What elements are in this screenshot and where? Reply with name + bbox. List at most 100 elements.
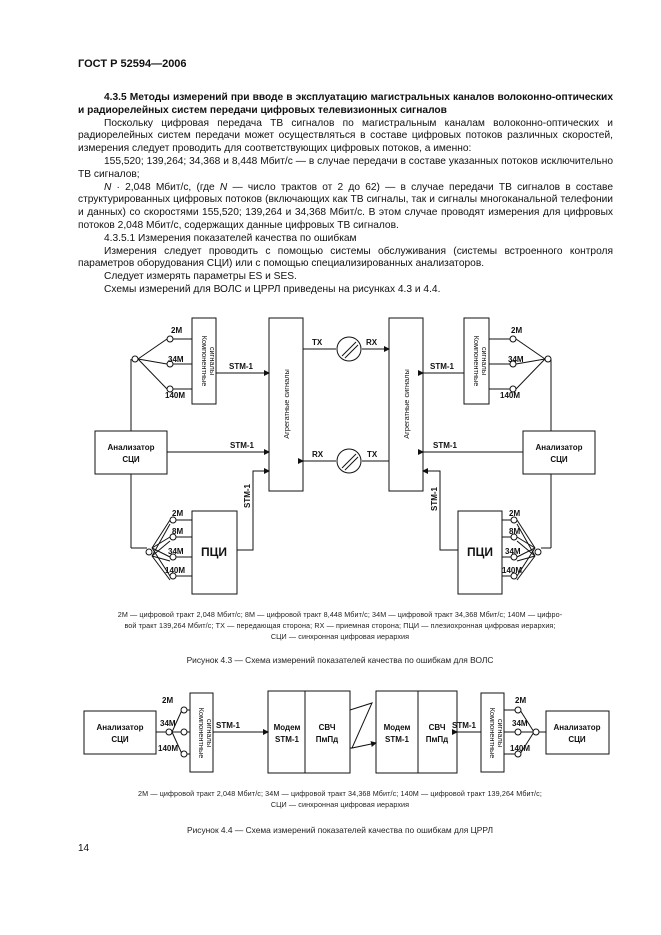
fig43-label-140m-pdh-left: 140M [165, 566, 185, 575]
figure-4-4-caption: Рисунок 4.4 — Схема измерений показателе… [187, 825, 493, 835]
fig43-label-34m-right: 34M [508, 355, 524, 364]
section-body: 4.3.5 Методы измерений при вводе в экспл… [78, 92, 613, 297]
fig43-label-stm1-top-right: STM-1 [430, 362, 455, 371]
legend-line: СЦИ — синхронная цифровая иерархия [270, 632, 410, 641]
fig43-component-right-1: Компонентные [472, 336, 481, 387]
fig44-label-2m-left: 2M [162, 696, 173, 705]
page-number: 14 [78, 843, 90, 854]
fig44-modem-left-2: STM-1 [275, 735, 300, 744]
fig44-component-right-1: Компонентные [488, 708, 497, 759]
pdh-box-left [191, 510, 238, 595]
optical-link-top [336, 336, 362, 362]
fig44-label-140m-left: 140M [158, 744, 178, 753]
fig43-label-pdh-right: ПЦИ [467, 545, 493, 559]
figure-4-3-caption: Рисунок 4.3 — Схема измерений показателе… [186, 655, 494, 665]
paragraph: Измерения следует проводить с помощью си… [78, 245, 613, 270]
fig43-label-34m-pdh-left: 34M [168, 547, 184, 556]
optical-link-bottom [336, 448, 362, 474]
fig44-modem-left-1: Модем [274, 723, 301, 732]
fig44-analyzer-left [83, 710, 157, 755]
fig43-label-140m-left: 140M [165, 391, 185, 400]
component-signals-box-left [191, 317, 217, 405]
fig44-component-right-2: сигналы [496, 719, 505, 747]
fig44-shf-left-1: СВЧ [319, 723, 336, 732]
fig43-label-pdh-left: ПЦИ [201, 545, 227, 559]
fig44-label-34m-right: 34M [512, 719, 528, 728]
fig43-label-analyzer-right-1: Анализатор [536, 443, 583, 452]
fig43-label-stm1-vert-right: STM-1 [430, 486, 439, 511]
legend-line: вой тракт 139,264 Мбит/с; TX — передающа… [124, 621, 556, 630]
fig44-analyzer-right-1: Анализатор [554, 723, 601, 732]
fig43-label-2m-right: 2M [511, 326, 522, 335]
fig43-label-tx-top: TX [312, 338, 323, 347]
fig44-modem-right-1: Модем [384, 723, 411, 732]
legend-line: СЦИ — синхронная цифровая иерархия [270, 800, 410, 809]
fig43-label-analyzer-left-1: Анализатор [108, 443, 155, 452]
fig43-aggregate-left: Агрегатные сигналы [282, 369, 291, 439]
fig43-label-stm1-mid-left: STM-1 [230, 441, 255, 450]
fig43-label-rx-top: RX [366, 338, 378, 347]
paragraph-part: — число трактов от 2 до 62) — в случае п… [78, 181, 613, 231]
fig43-label-stm1-vert-left: STM-1 [243, 483, 252, 508]
sdh-analyzer-box-right [522, 430, 596, 475]
paragraph-part: · 2,048 Мбит/с, (где [111, 181, 220, 193]
subsection-heading: 4.3.5.1 Измерения показателей качества п… [104, 232, 357, 244]
section-heading: 4.3.5 Методы измерений при вводе в экспл… [78, 92, 613, 116]
fig43-label-stm1-mid-right: STM-1 [433, 441, 458, 450]
left-tributary-fan-top [130, 338, 192, 431]
fig44-label-stm1-left: STM-1 [216, 721, 241, 730]
fig44-label-2m-right: 2M [515, 696, 526, 705]
fig43-label-analyzer-right-2: СЦИ [550, 455, 568, 464]
fig43-component-left-2: сигналы [208, 347, 217, 375]
figure-4-4-legend: 2M — цифровой тракт 2,048 Мбит/с; 34M — … [60, 788, 620, 810]
component-signals-box-right [463, 317, 490, 405]
fig44-shf-right-1: СВЧ [429, 723, 446, 732]
fig43-label-analyzer-left-2: СЦИ [122, 455, 140, 464]
figure-4-3-legend: 2M — цифровой тракт 2,048 Мбит/с; 8M — ц… [60, 609, 620, 642]
fig44-modem-right-2: STM-1 [385, 735, 410, 744]
fig43-label-2m-pdh-right: 2M [509, 509, 520, 518]
fig43-label-2m-pdh-left: 2M [172, 509, 183, 518]
paragraph: N · 2,048 Мбит/с, (где N — число трактов… [78, 182, 613, 233]
right-tributary-fan-top [489, 338, 552, 431]
fig44-modem-block-right [375, 690, 458, 774]
fig44-label-34m-left: 34M [160, 719, 176, 728]
pdh-box-right [457, 510, 503, 595]
fig43-label-rx-bottom: RX [312, 450, 324, 459]
fig44-shf-left-2: ПмПд [316, 735, 339, 744]
fig43-label-tx-bottom: TX [367, 450, 378, 459]
fig44-analyzer-left-1: Анализатор [97, 723, 144, 732]
fig44-label-stm1-right: STM-1 [452, 721, 477, 730]
figure-4-4-diagram [83, 690, 610, 774]
fig43-label-140m-right: 140M [500, 391, 520, 400]
fig44-shf-right-2: ПмПд [426, 735, 449, 744]
fig44-analyzer-right-2: СЦИ [568, 735, 586, 744]
fig44-analyzer-left-2: СЦИ [111, 735, 129, 744]
fig44-component-left-1: Компонентные [197, 708, 206, 759]
document-header: ГОСТ Р 52594—2006 [78, 58, 187, 70]
paragraph: Поскольку цифровая передача ТВ сигналов … [78, 117, 613, 155]
fig44-label-140m-right: 140M [510, 744, 530, 753]
paragraph: Следует измерять параметры ES и SES. [104, 271, 297, 283]
legend-line: 2M — цифровой тракт 2,048 Мбит/с; 34M — … [138, 789, 542, 798]
paragraph: 155,520; 139,264; 34,368 и 8,448 Мбит/с … [78, 155, 613, 180]
fig43-label-stm1-top-left: STM-1 [229, 362, 254, 371]
fig43-component-left-1: Компонентные [200, 336, 209, 387]
fig43-label-2m-left: 2M [171, 326, 182, 335]
fig44-component-left-2: сигналы [205, 719, 214, 747]
fig43-label-8m-pdh-right: 8M [509, 527, 520, 536]
variable-n: N [219, 181, 228, 193]
aggregate-box-left [268, 317, 304, 492]
aggregate-box-right [388, 317, 424, 492]
paragraph: Схемы измерений для ВОЛС и ЦРРЛ приведен… [104, 283, 441, 295]
fig43-label-140m-pdh-right: 140M [502, 566, 522, 575]
fig43-label-34m-pdh-right: 34M [505, 547, 521, 556]
fig44-analyzer-right [545, 710, 610, 755]
sdh-analyzer-box-left [94, 430, 168, 475]
variable-n: N [104, 181, 112, 193]
fig43-aggregate-right: Агрегатные сигналы [402, 369, 411, 439]
legend-line: 2M — цифровой тракт 2,048 Мбит/с; 8M — ц… [117, 610, 563, 619]
fig44-modem-block-left [267, 690, 351, 774]
fig43-label-34m-left: 34M [168, 355, 184, 364]
